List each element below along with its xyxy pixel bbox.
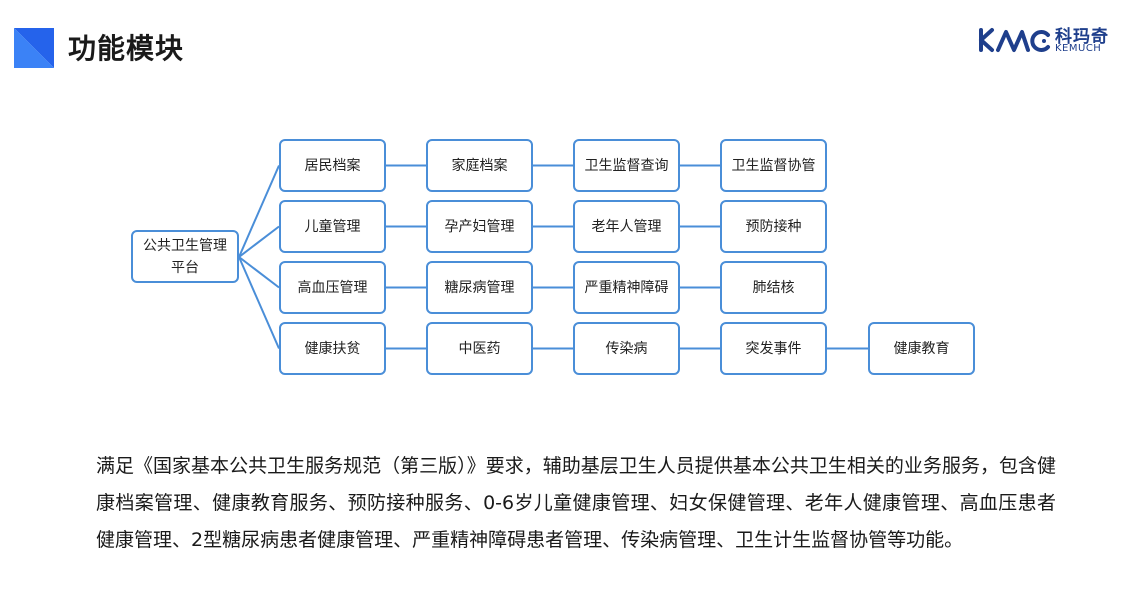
kmc-logo-icon (979, 28, 1050, 52)
module-hypertension-management: 高血压管理 (279, 261, 386, 314)
logo-english-name: KEMUCH (1055, 43, 1102, 54)
module-health-education: 健康教育 (868, 322, 975, 375)
module-tcm: 中医药 (426, 322, 533, 375)
module-health-supervision-assist: 卫生监督协管 (720, 139, 827, 192)
module-family-records: 家庭档案 (426, 139, 533, 192)
module-infectious-disease: 传染病 (573, 322, 680, 375)
root-connector-1 (238, 225, 280, 258)
module-resident-records: 居民档案 (279, 139, 386, 192)
brand-logo: 科玛奇 KEMUCH (978, 22, 1118, 60)
root-node-public-health-platform: 公共卫生管理平台 (131, 230, 239, 283)
root-connector-0 (238, 165, 280, 258)
module-health-supervision-query: 卫生监督查询 (573, 139, 680, 192)
module-emergency-events: 突发事件 (720, 322, 827, 375)
module-health-poverty-alleviation: 健康扶贫 (279, 322, 386, 375)
root-connector-2 (238, 256, 280, 289)
root-connector-3 (238, 256, 280, 349)
module-severe-mental-disorder: 严重精神障碍 (573, 261, 680, 314)
module-elderly-management: 老年人管理 (573, 200, 680, 253)
module-tuberculosis: 肺结核 (720, 261, 827, 314)
description-paragraph: 满足《国家基本公共卫生服务规范（第三版）》要求，辅助基层卫生人员提供基本公共卫生… (96, 455, 1056, 551)
module-diabetes-management: 糖尿病管理 (426, 261, 533, 314)
connector-lines (238, 164, 868, 350)
function-module-diagram: 公共卫生管理平台 居民档案 家庭档案 卫生监督查询 卫生监督协管 儿童管理 孕产… (131, 139, 975, 375)
logo-chinese-name: 科玛奇 (1055, 27, 1109, 47)
module-vaccination: 预防接种 (720, 200, 827, 253)
page-title: 功能模块 (68, 32, 185, 65)
section-marker-icon (14, 28, 54, 68)
module-maternal-management: 孕产妇管理 (426, 200, 533, 253)
module-child-management: 儿童管理 (279, 200, 386, 253)
